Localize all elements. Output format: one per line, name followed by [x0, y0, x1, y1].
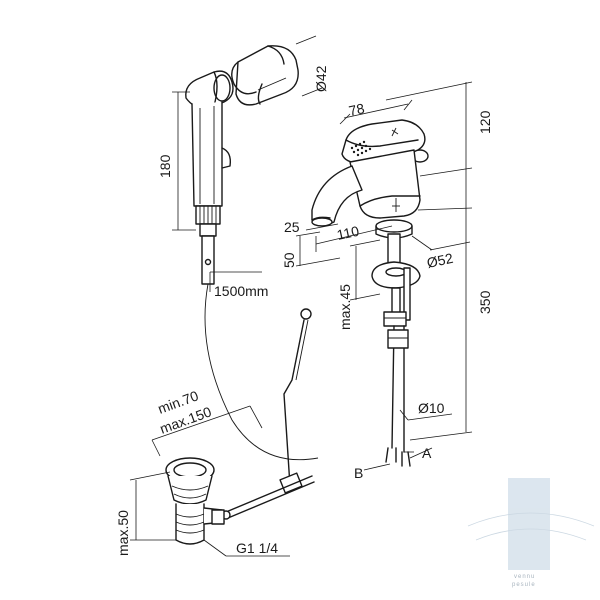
wall-holder [231, 45, 299, 106]
dimension-d52: Ø52 [411, 235, 471, 271]
label-a: A [422, 445, 432, 461]
marker-b: B [354, 463, 391, 481]
hand-shower-head [185, 70, 234, 237]
label-50-mixer: 50 [281, 252, 297, 268]
label-d42: Ø42 [313, 65, 329, 92]
dimension-180: 180 [157, 91, 196, 231]
dimension-50-mixer: 50 [281, 231, 341, 268]
label-d10: Ø10 [418, 400, 445, 416]
dimension-120: 120 [465, 82, 493, 168]
popup-linkage [221, 472, 315, 520]
lever-grip-dots [350, 140, 372, 157]
label-g114: G1 1/4 [236, 540, 278, 556]
label-d52: Ø52 [425, 250, 454, 271]
dimension-350: 350 [465, 168, 493, 432]
dimension-max50-waste: max.50 [115, 471, 176, 556]
dimension-25: 25 [284, 219, 339, 235]
label-25: 25 [284, 219, 300, 235]
label-110: 110 [335, 223, 360, 243]
watermark-line2: pesule [512, 582, 536, 588]
dimension-g114: G1 1/4 [203, 539, 290, 557]
watermark-line1: vennu [514, 574, 535, 580]
hose [204, 283, 319, 461]
label-120: 120 [477, 110, 493, 134]
dimension-110: 110 [315, 223, 393, 252]
dimension-d42: Ø42 [295, 35, 329, 97]
mixer-spout [311, 165, 363, 227]
mixer-body [349, 149, 421, 219]
popup-rod [283, 308, 312, 487]
label-b: B [354, 465, 363, 481]
label-180: 180 [157, 154, 173, 178]
label-350: 350 [477, 290, 493, 314]
mixer-shank [371, 233, 421, 467]
label-78: 78 [347, 100, 366, 119]
hand-shower-group: 180 Ø42 1500mm [157, 35, 329, 461]
dimension-d10: Ø10 [399, 400, 453, 421]
mixer-group: 120 350 7 [281, 81, 493, 481]
dimension-popup-range: min.70 max.150 [151, 387, 263, 457]
watermark-logo: vennu pesule [467, 478, 595, 588]
label-max45: max.45 [337, 284, 353, 330]
dimension-hose: 1500mm [209, 271, 268, 299]
marker-a: A [404, 445, 433, 461]
popup-waste-group: min.70 max.150 max.50 [115, 308, 315, 557]
hose-connector [201, 235, 215, 285]
dimension-max45: max.45 [337, 239, 381, 330]
dimension-78: 78 [339, 99, 413, 125]
label-1500mm: 1500mm [214, 283, 268, 299]
label-max50-waste: max.50 [115, 510, 131, 556]
waste-body [165, 457, 225, 545]
